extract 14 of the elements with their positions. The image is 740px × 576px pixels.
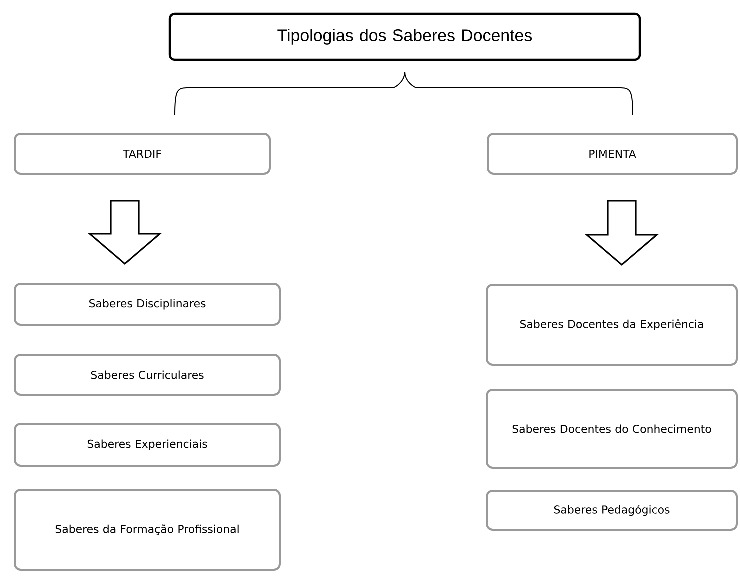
- bracket: [404, 72, 634, 116]
- block-arrow: [584, 200, 660, 266]
- bracket: [174, 72, 406, 116]
- knowledge-box: Saberes Disciplinares: [14, 283, 281, 326]
- category-box: PIMENTA: [487, 133, 738, 175]
- category-box: TARDIF: [14, 133, 271, 175]
- block-arrow: [88, 200, 162, 266]
- knowledge-box: Saberes da Formação Profissional: [14, 489, 281, 571]
- knowledge-box: Saberes Docentes do Conhecimento: [486, 389, 738, 469]
- title-box: Tipologias dos Saberes Docentes: [168, 12, 642, 62]
- knowledge-box: Saberes Docentes da Experiência: [486, 284, 738, 366]
- knowledge-box: Saberes Pedagógicos: [486, 490, 738, 531]
- knowledge-box: Saberes Experienciais: [14, 423, 281, 467]
- knowledge-box: Saberes Curriculares: [14, 354, 281, 396]
